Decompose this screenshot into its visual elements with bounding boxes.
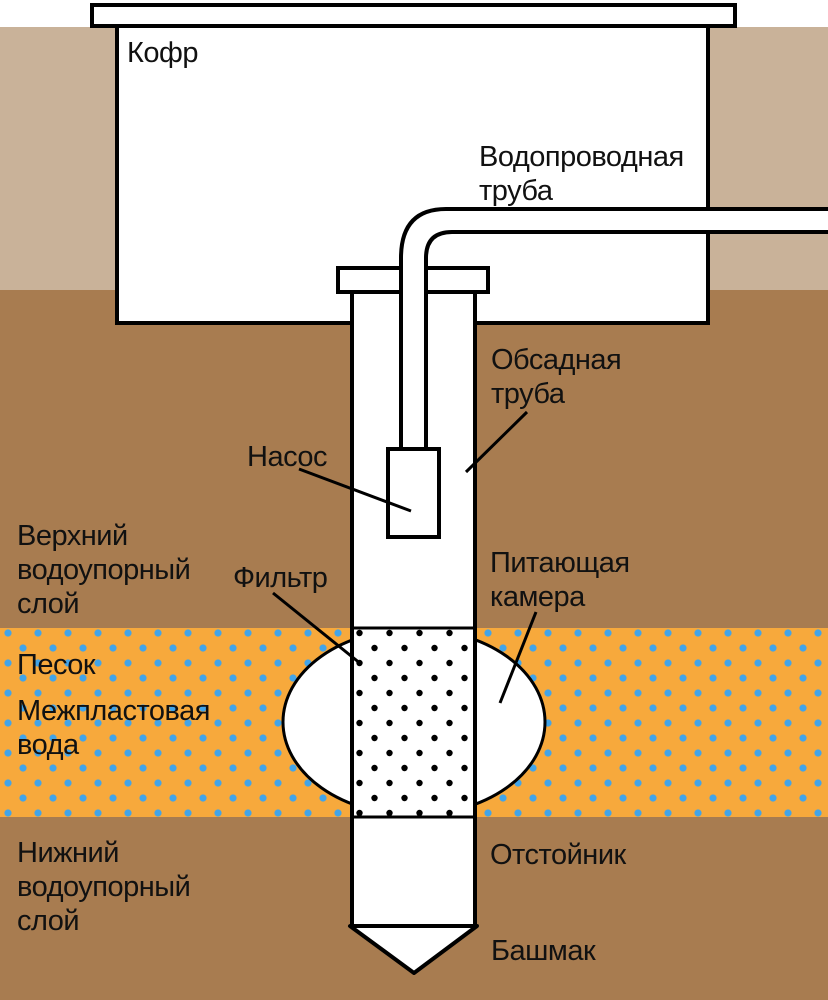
sump-label: Отстойник: [490, 839, 626, 871]
filter-leader-line: [272, 591, 362, 666]
pump-shape: [386, 447, 441, 539]
pump-leader-line: [298, 467, 412, 513]
feeding-chamber-label: Питающая камера: [490, 547, 630, 613]
water-pipe-inner-edge: [424, 230, 828, 450]
feeding-chamber-leader-line: [498, 611, 538, 704]
pump-label: Насос: [247, 441, 328, 473]
casing-pipe-label: Обсадная труба: [491, 344, 622, 410]
water-pipe-label: Водопроводная труба: [479, 141, 684, 207]
upper-aquitard-label: Верхний водоупорный слой: [17, 520, 191, 620]
lower-aquitard-label: Нижний водоупорный слой: [17, 837, 191, 937]
sand-label: Песок: [17, 649, 96, 681]
interstratal-water-label: Межпластовая вода: [17, 695, 210, 761]
caisson-lid: [90, 3, 737, 28]
filter-section-dots: [352, 628, 475, 817]
casing-pipe-leader-line: [464, 410, 529, 474]
shoe-label: Башмак: [491, 935, 596, 967]
filter-label: Фильтр: [233, 562, 328, 594]
water-pipe-outer-edge: [399, 207, 828, 450]
shoe-shape: [348, 924, 479, 975]
caisson-label: Кофр: [127, 37, 199, 69]
